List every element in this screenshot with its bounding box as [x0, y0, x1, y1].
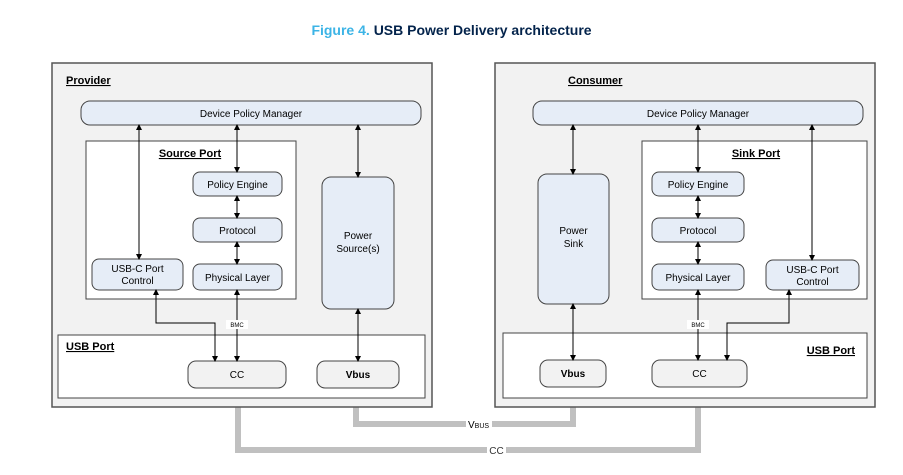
svg-text:Control: Control	[121, 276, 153, 287]
sink-port-label: Sink Port	[732, 148, 781, 160]
provider-arrows	[136, 124, 361, 362]
svg-text:Protocol: Protocol	[219, 226, 256, 237]
source-usbc-port-control: USB-C Port Control	[91, 258, 184, 291]
svg-text:Vbus: Vbus	[561, 369, 586, 380]
figure-title: Figure 4. USB Power Delivery architectur…	[0, 22, 903, 38]
source-protocol: Protocol	[192, 217, 283, 243]
consumer-cc-block: CC	[651, 359, 748, 388]
sink-physical-layer: Physical Layer	[651, 263, 745, 291]
svg-text:Protocol: Protocol	[680, 226, 717, 237]
power-sink: Power Sink	[537, 173, 610, 305]
svg-text:Source(s): Source(s)	[336, 244, 379, 255]
consumer-vbus-block: Vbus	[539, 359, 607, 388]
provider-usb-port-label: USB Port	[66, 341, 115, 353]
svg-text:Control: Control	[796, 277, 828, 288]
svg-text:Power: Power	[559, 226, 588, 237]
vbus-cable-label: VBUS	[466, 417, 492, 431]
figure-caption: USB Power Delivery architecture	[373, 22, 592, 38]
provider-bmc-label: BMC	[226, 320, 248, 329]
source-policy-engine: Policy Engine	[192, 171, 283, 197]
provider-device-policy-manager: Device Policy Manager	[80, 100, 422, 126]
source-physical-layer: Physical Layer	[192, 263, 283, 291]
consumer-usb-port-label: USB Port	[807, 345, 856, 357]
svg-text:CC: CC	[692, 369, 706, 380]
svg-text:VBUS: VBUS	[468, 420, 489, 431]
power-source: Power Source(s)	[321, 176, 395, 310]
svg-text:Vbus: Vbus	[346, 370, 371, 381]
svg-text:Policy Engine: Policy Engine	[207, 180, 268, 191]
consumer-bmc-label: BMC	[687, 320, 709, 329]
svg-text:USB-C Port: USB-C Port	[111, 264, 163, 275]
provider-cc-block: CC	[187, 360, 287, 389]
figure-number: Figure 4.	[311, 22, 370, 38]
svg-text:Physical Layer: Physical Layer	[665, 273, 731, 284]
consumer-label: Consumer	[568, 75, 623, 87]
svg-text:BMC: BMC	[230, 323, 244, 329]
consumer-device-policy-manager: Device Policy Manager	[532, 100, 864, 126]
svg-text:CC: CC	[230, 370, 244, 381]
svg-text:CC: CC	[489, 446, 503, 457]
source-port-label: Source Port	[159, 148, 222, 160]
svg-text:Device Policy Manager: Device Policy Manager	[647, 109, 750, 120]
svg-text:USB-C Port: USB-C Port	[786, 265, 838, 276]
sink-protocol: Protocol	[651, 217, 745, 243]
provider-vbus-block: Vbus	[316, 360, 400, 389]
svg-text:BMC: BMC	[691, 323, 705, 329]
sink-policy-engine: Policy Engine	[651, 171, 745, 197]
svg-text:Physical Layer: Physical Layer	[205, 273, 271, 284]
sink-usbc-port-control: USB-C Port Control	[765, 259, 860, 291]
svg-text:Power: Power	[344, 231, 373, 242]
provider-label: Provider	[66, 75, 111, 87]
svg-text:Policy Engine: Policy Engine	[668, 180, 729, 191]
cc-cable-label: CC	[487, 443, 506, 457]
cc-cable	[235, 388, 701, 453]
svg-text:Sink: Sink	[564, 239, 584, 250]
svg-text:Device Policy Manager: Device Policy Manager	[200, 109, 303, 120]
